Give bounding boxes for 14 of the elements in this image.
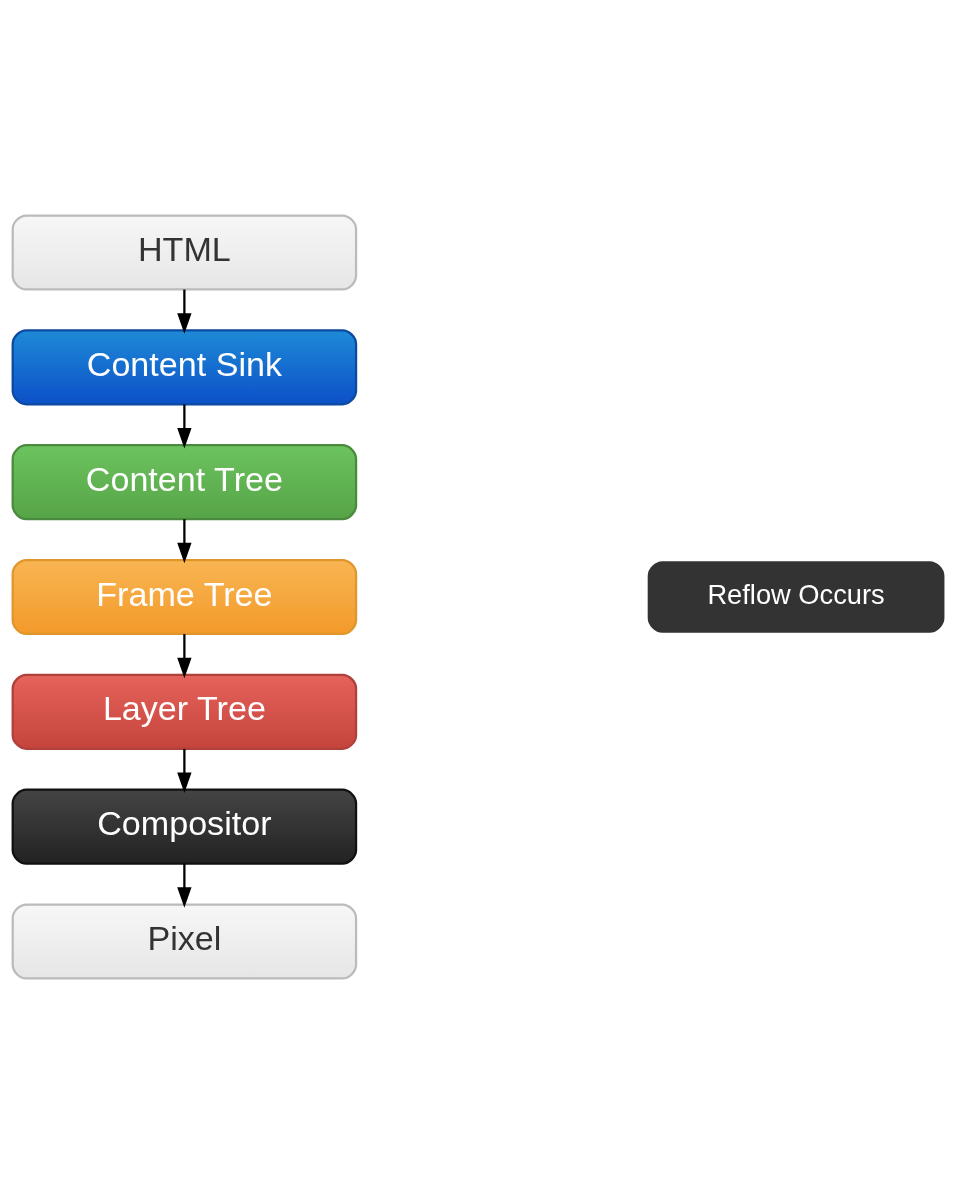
node-box: Pixel	[11, 903, 358, 980]
node-box: Content Sink	[11, 329, 358, 406]
node-box: Compositor	[11, 788, 358, 865]
arrow	[177, 634, 192, 679]
arrow	[177, 404, 192, 449]
arrow	[177, 748, 192, 793]
node-box: HTML	[11, 214, 358, 291]
node-box: Frame Tree	[11, 558, 358, 636]
arrow	[177, 863, 192, 908]
node-box: Content Tree	[11, 444, 358, 521]
arrow	[177, 519, 192, 564]
node-box: Reflow Occurs	[647, 561, 945, 633]
node-box: Layer Tree	[11, 673, 358, 750]
arrow	[177, 289, 192, 334]
